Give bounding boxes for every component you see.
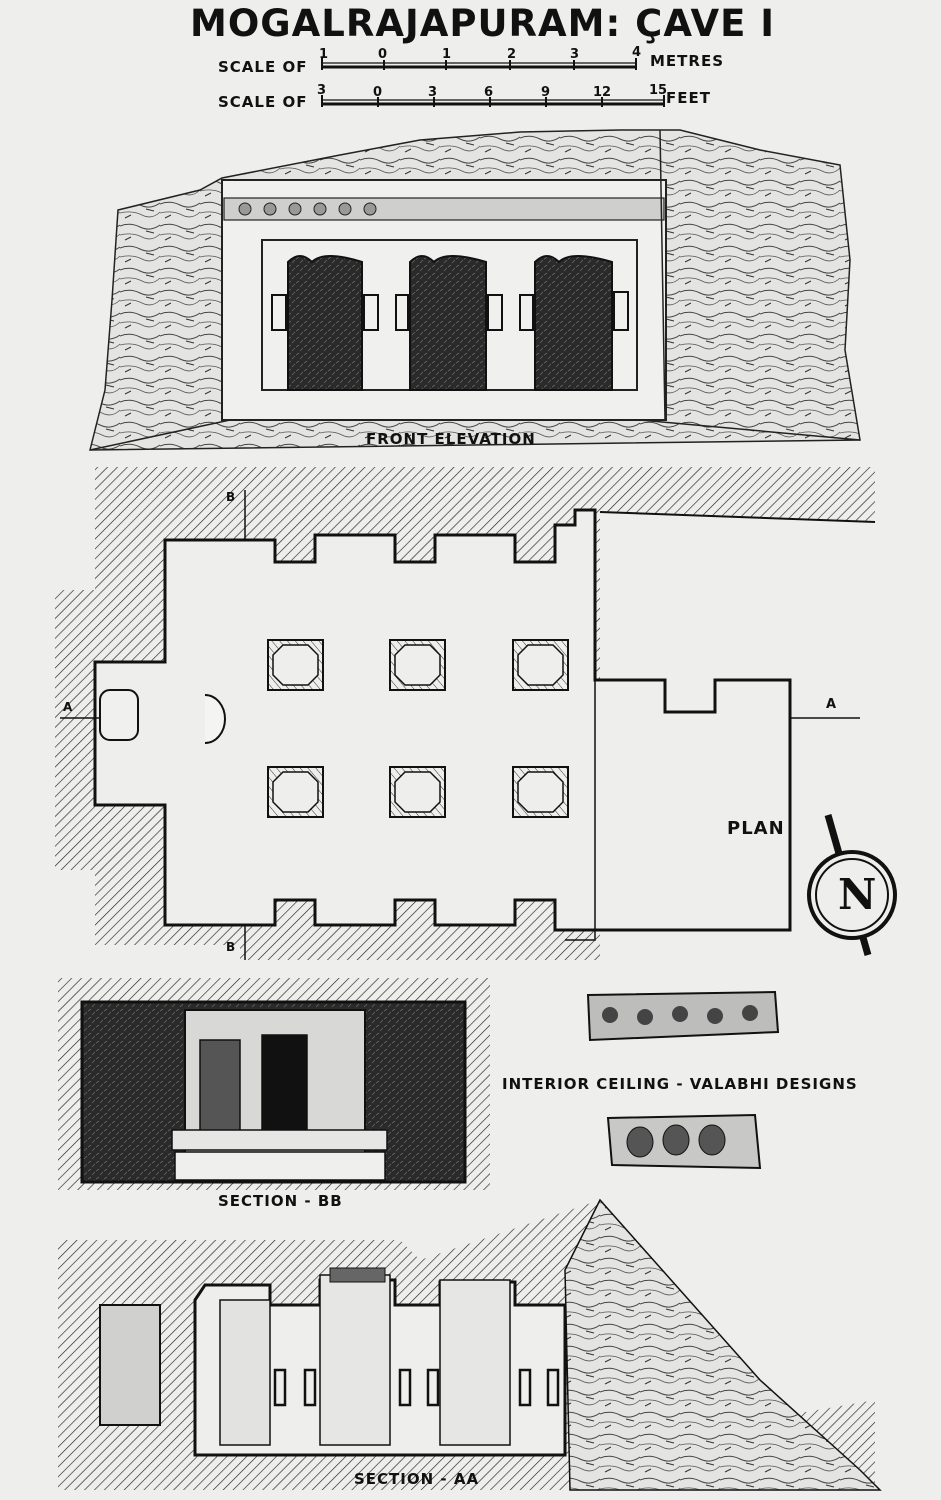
metres-scale-unit: METRES — [650, 52, 725, 70]
metres-tick: 0 — [378, 47, 388, 62]
feet-scale-unit: FEET — [666, 89, 711, 107]
interior-ceiling-label: INTERIOR CEILING - VALABHI DESIGNS — [502, 1075, 858, 1093]
metres-tick: 3 — [570, 47, 580, 62]
front-elevation-label: FRONT ELEVATION — [366, 430, 536, 448]
section-marker-a-right: A — [826, 697, 838, 712]
plan-drawing — [55, 467, 876, 960]
front-elevation-drawing — [89, 129, 861, 451]
feet-tick: 15 — [649, 83, 668, 98]
section-aa-drawing — [58, 1198, 882, 1491]
section-marker-b-bottom: B — [226, 940, 237, 954]
metres-tick: 1 — [319, 47, 329, 62]
feet-tick: 3 — [317, 83, 327, 98]
section-marker-a-left: A — [63, 700, 74, 714]
feet-tick: 9 — [541, 85, 551, 100]
feet-tick: 0 — [373, 85, 383, 100]
north-arrow-icon — [807, 814, 897, 956]
north-letter: N — [838, 870, 878, 919]
section-bb-drawing — [58, 978, 490, 1190]
section-aa-label: SECTION - AA — [354, 1470, 480, 1488]
feet-tick: 3 — [428, 85, 438, 100]
metres-scale-prefix: SCALE OF — [218, 58, 308, 76]
feet-scale-bar — [321, 95, 665, 107]
section-bb-label: SECTION - BB — [218, 1192, 343, 1210]
feet-tick: 12 — [593, 85, 612, 100]
metres-tick: 1 — [442, 47, 452, 62]
valabhi-frieze-bottom — [606, 1113, 762, 1170]
metres-scale-bar — [321, 58, 637, 70]
feet-tick: 6 — [484, 85, 494, 100]
section-marker-b-top: B — [226, 490, 237, 504]
metres-tick: 4 — [632, 45, 642, 60]
valabhi-frieze-top — [586, 990, 780, 1042]
feet-scale-prefix: SCALE OF — [218, 93, 308, 111]
metres-tick: 2 — [507, 47, 517, 62]
plan-label: PLAN — [727, 818, 785, 839]
sheet-title: MOGALRAJAPURAM: ÇAVE I — [190, 2, 776, 45]
